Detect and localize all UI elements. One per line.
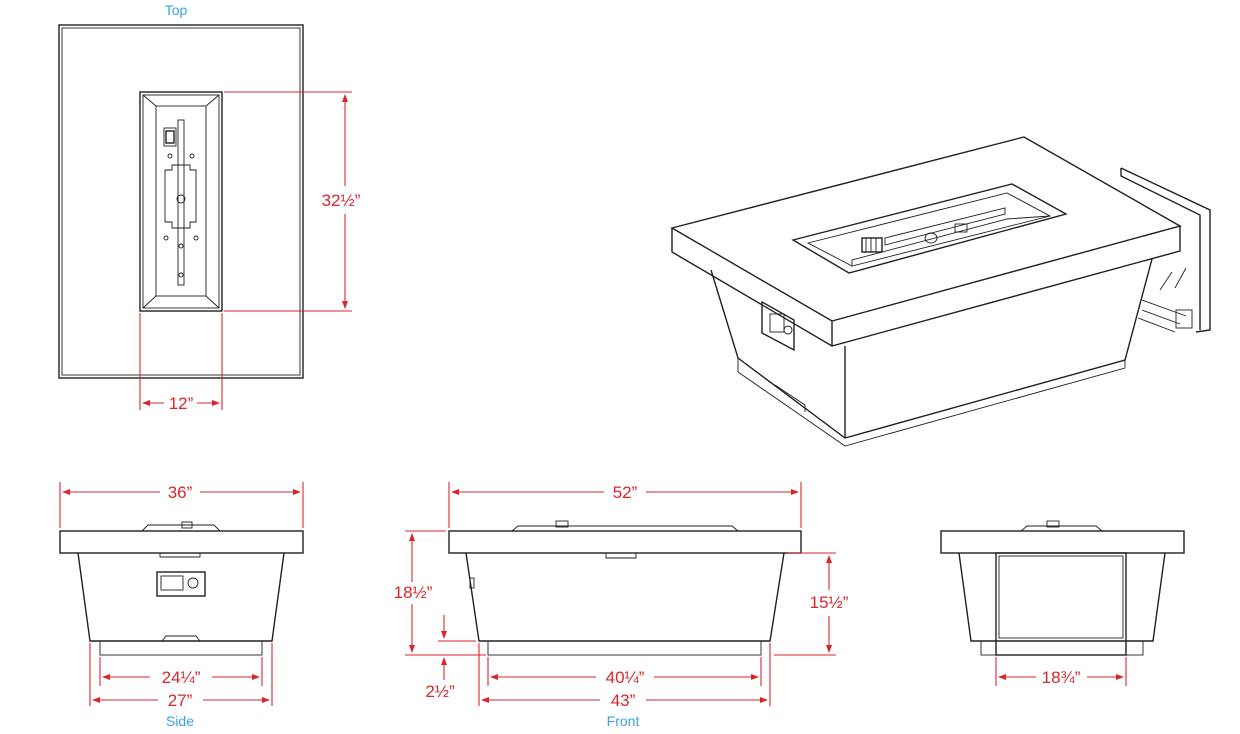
- iso-access-door: [1120, 167, 1211, 333]
- top-view-burner-rail: [177, 119, 185, 286]
- dim-back-door-width: 18¾”: [1042, 668, 1081, 687]
- dim-front-body-height: 15½”: [810, 593, 849, 612]
- front-view-body: [465, 552, 785, 642]
- iso-ignition-module: [861, 237, 883, 253]
- dim-top-burner-width: 12”: [169, 394, 194, 413]
- side-view: [59, 521, 304, 656]
- top-view-burner-inner: [155, 105, 207, 297]
- top-view: [58, 24, 304, 379]
- side-view-rating-plate: [156, 571, 206, 597]
- top-view-dimensions: [139, 91, 352, 410]
- iso-body: [710, 258, 1153, 439]
- top-view-tabletop: [61, 27, 301, 376]
- iso-burner-pan-rim: [791, 183, 1068, 274]
- back-view-tabletop: [940, 530, 1185, 554]
- dim-side-top-width: 36”: [168, 483, 193, 502]
- back-view: [940, 520, 1185, 656]
- front-view: [448, 520, 802, 656]
- dim-front-base-height: 2½”: [425, 682, 455, 701]
- back-view-access-door: [995, 552, 1127, 656]
- back-view-dimensions: [995, 657, 1127, 686]
- dim-front-body-bottom: 40¼”: [606, 668, 645, 687]
- iso-tabletop-top: [670, 136, 1182, 322]
- front-view-dimensions: [405, 482, 836, 706]
- front-view-tabletop: [448, 530, 802, 554]
- side-view-label: Side: [166, 713, 194, 729]
- side-view-tabletop: [59, 530, 304, 554]
- dim-front-top-width: 52”: [613, 483, 638, 502]
- front-view-label: Front: [607, 713, 640, 729]
- dim-front-overall-height: 18½”: [394, 583, 433, 602]
- dim-front-base: 43”: [611, 691, 636, 710]
- iso-base: [737, 358, 1126, 447]
- back-view-body: [958, 552, 1166, 642]
- side-view-dimensions: [59, 482, 304, 706]
- isometric-view: [670, 136, 1211, 447]
- top-view-label: Top: [165, 2, 188, 18]
- dim-side-body-bottom: 24¼”: [162, 668, 201, 687]
- top-view-outer-frame: [58, 24, 304, 379]
- dim-side-base: 27”: [168, 691, 193, 710]
- side-view-body: [77, 552, 285, 642]
- dim-top-burner-length: 32½”: [322, 191, 361, 210]
- iso-tabletop-edge: [671, 226, 1181, 347]
- top-view-burner-frame: [139, 91, 223, 312]
